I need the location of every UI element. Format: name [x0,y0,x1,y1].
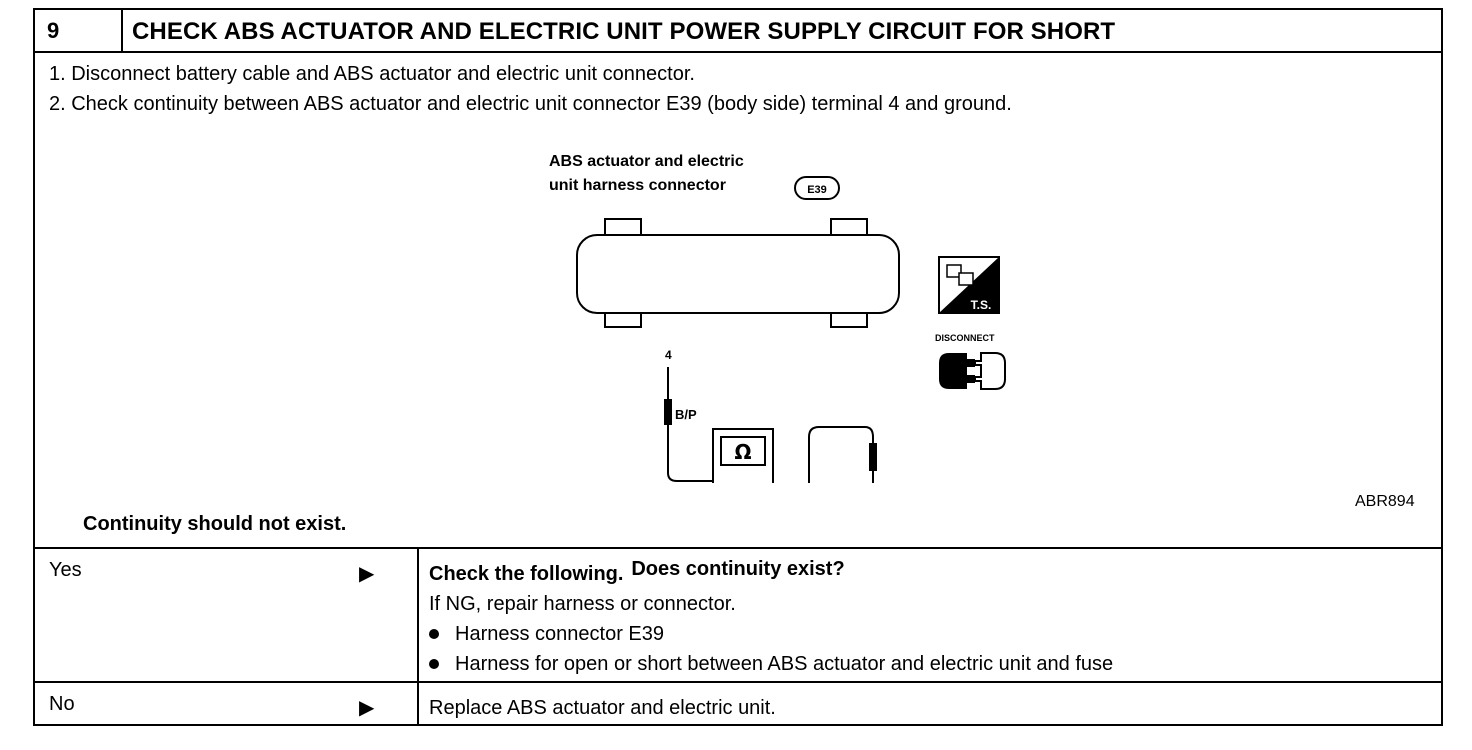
arrow-right-icon: ▶ [359,563,375,585]
list-item: Harness for open or short between ABS ac… [429,649,1113,679]
connector-drawing: E39 4 B/P Ω [576,176,1006,483]
instruction-2: 2. Check continuity between ABS actuator… [49,93,1012,115]
answer-yes-row: Yes ▶ Check the following. If NG, repair… [35,547,1441,681]
answer-yes-label: Yes [49,559,82,581]
answer-no-row: No ▶ Replace ABS actuator and electric u… [35,681,1441,724]
connector-body [576,234,900,314]
connector-badge-text: E39 [807,184,827,196]
step-body: 1. Disconnect battery cable and ABS actu… [35,53,1441,580]
step-header: 9 CHECK ABS ACTUATOR AND ELECTRIC UNIT P… [35,10,1441,53]
step-number: 9 [35,10,123,51]
ts-label: T.S. [971,298,992,312]
action-subtext: If NG, repair harness or connector. [429,593,736,615]
answer-yes-action: Check the following. If NG, repair harne… [417,549,1113,681]
step-title: CHECK ABS ACTUATOR AND ELECTRIC UNIT POW… [132,18,1116,45]
question: Does continuity exist? [631,558,845,580]
test-symbol-icon: T.S. [938,256,1000,314]
connector-label-line2: unit harness connector [549,177,726,194]
instruction-1: 1. Disconnect battery cable and ABS actu… [49,63,695,85]
list-item: Harness connector E39 [429,619,1113,649]
bullet-icon [429,629,439,639]
figure-code: ABR894 [1355,493,1415,510]
arrow-right-icon: ▶ [359,697,375,719]
result-note: Continuity should not exist. [83,513,347,535]
terminal-number: 4 [665,348,672,362]
bullet-icon [429,659,439,669]
action-heading: Check the following. [429,563,624,585]
procedure-table: 9 CHECK ABS ACTUATOR AND ELECTRIC UNIT P… [33,8,1443,726]
answer-no-action: Replace ABS actuator and electric unit. [417,683,776,724]
disconnect-label: DISCONNECT [935,333,995,343]
ohm-symbol: Ω [734,440,751,464]
connector-label-line1: ABS actuator and electric [549,153,744,170]
wire-color: B/P [675,407,697,422]
answer-no-label: No [49,693,75,715]
connector-diagram: ABS actuator and electric unit harness c… [535,153,1015,483]
disconnect-icon: DISCONNECT [935,333,1006,390]
connector-badge-outline [794,176,840,200]
connector-badge [796,178,840,200]
